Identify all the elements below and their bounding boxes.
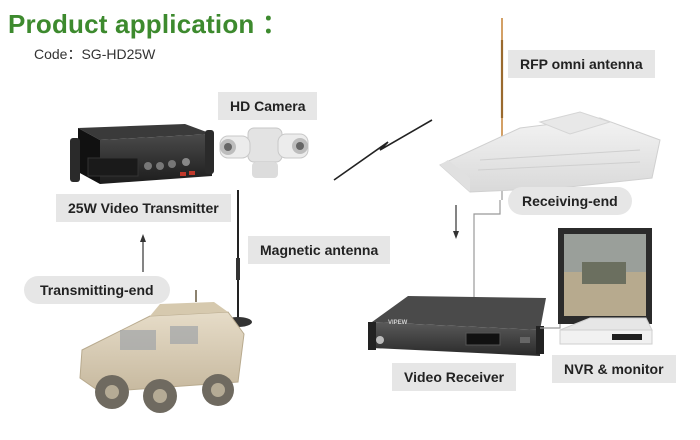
product-code: Code：SG-HD25W [34, 44, 155, 64]
nvr-monitor-label: NVR & monitor [552, 355, 676, 383]
receiver-nvr-cable [540, 312, 561, 329]
antenna-cable [473, 200, 501, 300]
magnetic-antenna-label: Magnetic antenna [248, 236, 391, 264]
video-transmitter-label: 25W Video Transmitter [56, 194, 231, 222]
hd-camera-label: HD Camera [218, 92, 318, 120]
military-vehicle-image [79, 290, 245, 413]
transmitting-end-label: Transmitting-end [24, 276, 170, 304]
hd-camera-device [219, 127, 309, 178]
nvr-device [559, 317, 653, 345]
arrow-up-icon [140, 234, 146, 272]
receiving-end-label: Receiving-end [508, 187, 632, 215]
rfp-antenna-label: RFP omni antenna [508, 50, 655, 78]
video-transmitter-device [70, 124, 214, 184]
wireless-link-icon [333, 119, 433, 181]
code-value: SG-HD25W [81, 46, 156, 62]
video-receiver-device [368, 296, 546, 356]
video-receiver-label: Video Receiver [392, 363, 517, 391]
page-title: Product application ： [8, 9, 289, 39]
monitor-device [558, 228, 652, 330]
receiver-brand: VIPEW [388, 320, 408, 326]
receiving-building-image [439, 111, 661, 193]
code-label: Code： [34, 46, 82, 62]
arrow-down-icon [453, 205, 459, 239]
